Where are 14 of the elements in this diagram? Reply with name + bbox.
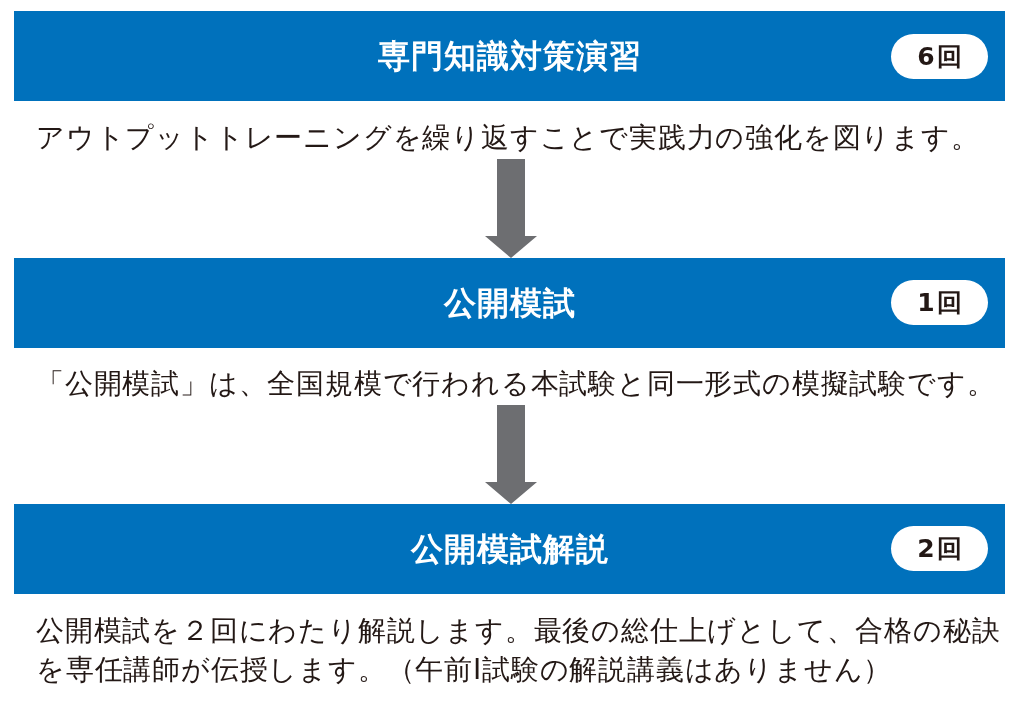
count-badge: 6回	[891, 34, 988, 79]
count-badge: 1回	[891, 280, 988, 325]
header-band	[14, 504, 1005, 594]
description-text: 公開模試を２回にわたり解説します。最後の総仕上げとして、合格の秘訣を専任講師が伝授します。（午前Ⅰ試験の解説講義はありません）	[36, 611, 1018, 689]
description-text: アウトプットトレーニングを繰り返すことで実践力の強化を図ります。	[36, 118, 1018, 157]
section-title: 公開模試	[443, 283, 576, 323]
header-band	[14, 11, 1005, 101]
section-title: 専門知識対策演習	[377, 36, 642, 76]
arrow	[485, 405, 537, 504]
description-text: 「公開模試」は、全国規模で行われる本試験と同一形式の模擬試験です。	[36, 364, 1018, 403]
header-band	[14, 258, 1005, 348]
count-badge: 2回	[891, 526, 988, 571]
section-title: 公開模試解説	[410, 529, 609, 569]
arrow	[485, 159, 537, 258]
